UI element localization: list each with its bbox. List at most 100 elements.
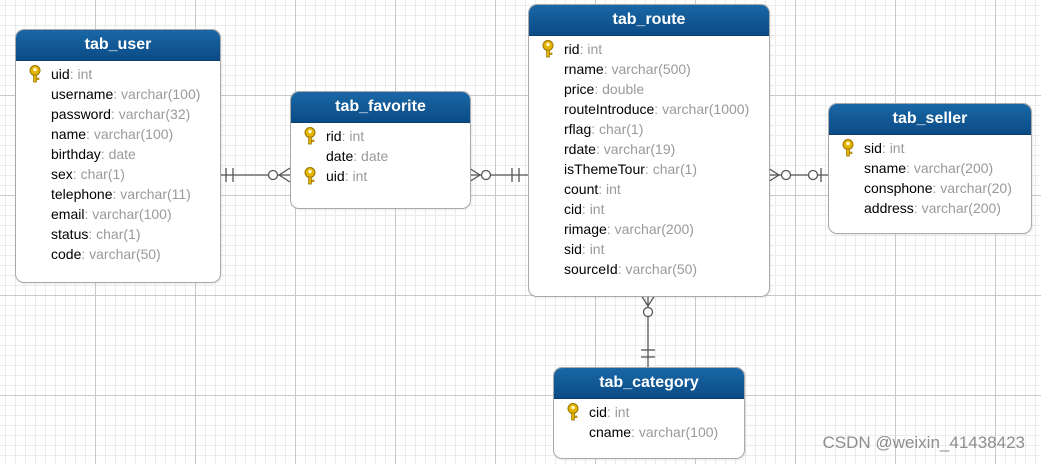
field-name: telephone: [51, 186, 113, 202]
field-type: date: [108, 146, 136, 162]
field-name: status: [51, 226, 89, 242]
field-separator: :: [591, 121, 600, 137]
field-name: date: [326, 148, 354, 164]
field-name: email: [51, 206, 85, 222]
field-separator: :: [112, 186, 121, 202]
field-row[interactable]: sid: int: [529, 239, 769, 259]
field-row[interactable]: isThemeTour: char(1): [529, 159, 769, 179]
field-type: varchar(100): [121, 86, 201, 102]
field-separator: :: [88, 226, 97, 242]
relationship-route-seller: [767, 167, 828, 183]
field-name: price: [564, 81, 595, 97]
primary-key-icon: [303, 167, 317, 185]
field-row[interactable]: date: date: [291, 146, 470, 166]
field-row[interactable]: telephone: varchar(11): [16, 184, 220, 204]
relationship-route-category: [640, 294, 656, 367]
relationship-user-favorite: [219, 167, 291, 183]
field-row[interactable]: address: varchar(200): [829, 198, 1031, 218]
field-separator: :: [69, 66, 78, 82]
field-separator: :: [113, 86, 122, 102]
field-row[interactable]: uid: int: [291, 166, 470, 186]
field-row[interactable]: count: int: [529, 179, 769, 199]
field-row[interactable]: uid: int: [16, 64, 220, 84]
field-row[interactable]: rid: int: [291, 126, 470, 146]
field-type: varchar(500): [611, 61, 691, 77]
field-type: varchar(100): [92, 206, 172, 222]
field-name: rdate: [564, 141, 596, 157]
watermark: CSDN @weixin_41438423: [822, 433, 1025, 452]
field-name: sid: [564, 241, 582, 257]
field-separator: :: [81, 246, 90, 262]
field-name: rimage: [564, 221, 607, 237]
field-row[interactable]: rimage: varchar(200): [529, 219, 769, 239]
field-row[interactable]: sname: varchar(200): [829, 158, 1031, 178]
field-row[interactable]: username: varchar(100): [16, 84, 220, 104]
field-row[interactable]: rid: int: [529, 39, 769, 59]
field-row[interactable]: cid: int: [529, 199, 769, 219]
primary-key-icon: [28, 65, 42, 83]
primary-key-icon: [303, 127, 317, 145]
field-type: date: [361, 148, 389, 164]
field-row[interactable]: consphone: varchar(20): [829, 178, 1031, 198]
field-type: varchar(20): [940, 180, 1012, 196]
field-separator: :: [881, 140, 890, 156]
primary-key-icon: [541, 40, 555, 58]
field-separator: :: [598, 181, 607, 197]
field-row[interactable]: rdate: varchar(19): [529, 139, 769, 159]
field-separator: :: [932, 180, 941, 196]
field-row[interactable]: name: varchar(100): [16, 124, 220, 144]
field-row[interactable]: cname: varchar(100): [554, 422, 744, 442]
field-type: int: [889, 140, 905, 156]
field-row[interactable]: sid: int: [829, 138, 1031, 158]
field-name: username: [51, 86, 114, 102]
field-name: consphone: [864, 180, 933, 196]
field-separator: :: [617, 261, 626, 277]
field-name: cid: [589, 404, 607, 420]
table-title: tab_favorite: [291, 92, 470, 123]
field-row[interactable]: sex: char(1): [16, 164, 220, 184]
field-name: count: [564, 181, 599, 197]
field-separator: :: [913, 200, 922, 216]
field-type: char(1): [599, 121, 644, 137]
primary-key-icon: [841, 139, 855, 157]
field-row[interactable]: rname: varchar(500): [529, 59, 769, 79]
field-type: varchar(50): [89, 246, 161, 262]
field-type: int: [614, 404, 630, 420]
field-name: uid: [326, 168, 345, 184]
field-row[interactable]: code: varchar(50): [16, 244, 220, 264]
field-row[interactable]: status: char(1): [16, 224, 220, 244]
field-separator: :: [579, 41, 588, 57]
table-title: tab_route: [529, 5, 769, 36]
field-type: int: [589, 241, 605, 257]
field-type: int: [352, 168, 368, 184]
field-row[interactable]: rflag: char(1): [529, 119, 769, 139]
field-row[interactable]: sourceId: varchar(50): [529, 259, 769, 279]
field-row[interactable]: cid: int: [554, 402, 744, 422]
table-title: tab_category: [554, 368, 744, 399]
field-name: uid: [51, 66, 70, 82]
field-type: varchar(19): [603, 141, 676, 157]
field-separator: :: [72, 166, 81, 182]
field-type: char(1): [652, 161, 698, 177]
relationship-favorite-route: [468, 167, 528, 183]
field-separator: :: [606, 221, 615, 237]
field-name: rid: [564, 41, 580, 57]
field-type: int: [589, 201, 605, 217]
field-row[interactable]: email: varchar(100): [16, 204, 220, 224]
field-row[interactable]: birthday: date: [16, 144, 220, 164]
field-type: int: [606, 181, 621, 197]
field-row[interactable]: routeIntroduce: varchar(1000): [529, 99, 769, 119]
field-row[interactable]: price: double: [529, 79, 769, 99]
field-row[interactable]: password: varchar(32): [16, 104, 220, 124]
field-separator: :: [581, 201, 590, 217]
